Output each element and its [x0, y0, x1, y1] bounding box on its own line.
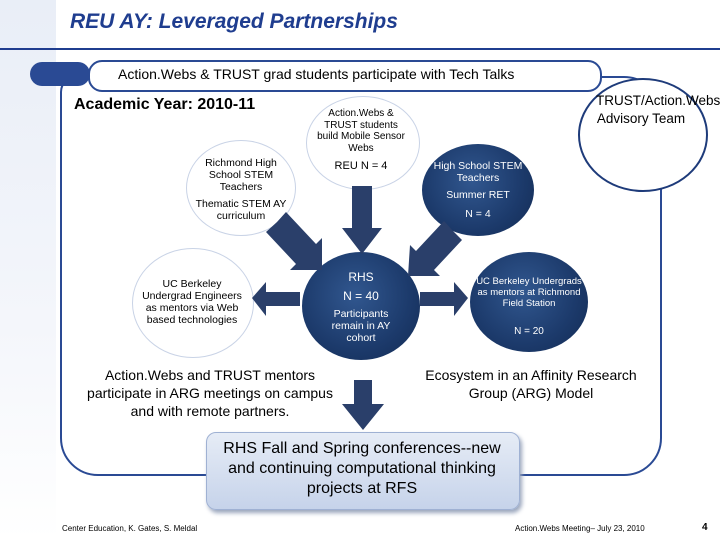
arrow-diagonal-left	[266, 212, 322, 270]
left-gradient-bar	[0, 0, 56, 540]
richmond-high-label: Richmond High School STEM Teachers	[205, 157, 277, 193]
hs-stem-bubble	[422, 144, 534, 236]
rhs-count: N = 40	[343, 289, 379, 303]
arrow-diagonal-right	[408, 221, 462, 276]
ucb-field-bubble	[470, 252, 588, 352]
hs-stem-count: N = 4	[465, 208, 491, 220]
academic-year-label: Academic Year: 2010-11	[74, 96, 256, 113]
hs-stem-label: High School STEM Teachers	[433, 160, 523, 184]
arrow-down-reu	[342, 186, 382, 254]
rhs-label: RHS	[348, 270, 374, 284]
mentors-text: Action.Webs and TRUST mentors participat…	[87, 367, 333, 419]
rhs-conference-box	[206, 432, 520, 510]
summer-ret-label: Summer RET	[446, 189, 510, 201]
ucb-field-count: N = 20	[514, 326, 544, 337]
arrow-left-to-rhs	[252, 282, 300, 316]
page-number: 4	[702, 522, 708, 533]
rhs-conference-text: RHS Fall and Spring conferences--new and…	[223, 440, 501, 497]
arrow-down-conference	[342, 380, 384, 430]
ucb-engineers-label: UC Berkeley Undergrad Engineers as mento…	[142, 278, 242, 326]
ecosystem-text: Ecosystem in an Affinity Research Group …	[425, 367, 637, 401]
left-pill-accent	[30, 62, 90, 86]
page-title: REU AY: Leveraged Partnerships	[70, 10, 398, 33]
title-divider	[0, 48, 720, 50]
participants-label: Participants remain in AY cohort	[331, 308, 391, 344]
ucb-engineers-bubble	[132, 248, 254, 358]
footer-left: Center Education, K. Gates, S. Meldal	[62, 524, 198, 533]
reu-description: Action.Webs & TRUST students build Mobil…	[317, 108, 405, 154]
footer-right: Action.Webs Meeting– July 23, 2010	[515, 524, 645, 533]
arrow-right-to-rhs	[420, 282, 468, 316]
banner-pill	[88, 60, 602, 92]
reu-count: REU N = 4	[334, 160, 388, 172]
ucb-field-label: UC Berkeley Undergrads as mentors at Ric…	[476, 276, 582, 309]
richmond-high-bubble	[186, 140, 296, 236]
thematic-curriculum-label: Thematic STEM AY curriculum	[195, 198, 287, 222]
banner-text: Action.Webs & TRUST grad students partic…	[118, 66, 515, 82]
advisory-team-circle	[578, 78, 708, 192]
